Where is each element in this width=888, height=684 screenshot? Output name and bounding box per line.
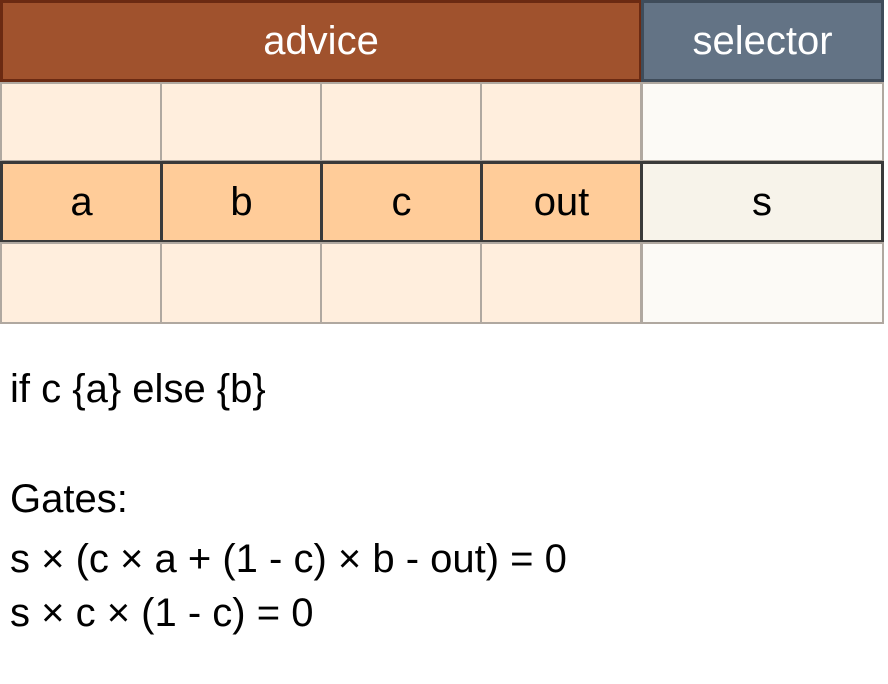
advice-header: advice [0, 0, 642, 82]
selector-header: selector [641, 0, 884, 82]
selector-cell-next [641, 242, 884, 324]
advice-cell-out-next [480, 242, 642, 324]
description-text: if c {a} else {b} [10, 367, 266, 411]
advice-cell-b-prev [160, 82, 322, 162]
advice-cell-b: b [160, 161, 323, 243]
gate-equation: s × (c × a + (1 - c) × b - out) = 0 [10, 537, 567, 581]
advice-cell-a-next [0, 242, 162, 324]
column-layout-table: advice selector a b c out s [0, 0, 884, 324]
advice-cell-c-next [320, 242, 482, 324]
advice-cell-a-prev [0, 82, 162, 162]
advice-cell-c-prev [320, 82, 482, 162]
gates-section: Gates: s × (c × a + (1 - c) × b - out) =… [10, 472, 567, 640]
selector-cell-s: s [640, 161, 884, 243]
advice-cell-a: a [0, 161, 163, 243]
selector-cell-prev [641, 82, 884, 162]
advice-cell-out-prev [480, 82, 642, 162]
gates-title: Gates: [10, 477, 128, 521]
advice-cell-out: out [480, 161, 643, 243]
advice-cell-b-next [160, 242, 322, 324]
advice-cell-c: c [320, 161, 483, 243]
gate-equation: s × c × (1 - c) = 0 [10, 591, 314, 635]
